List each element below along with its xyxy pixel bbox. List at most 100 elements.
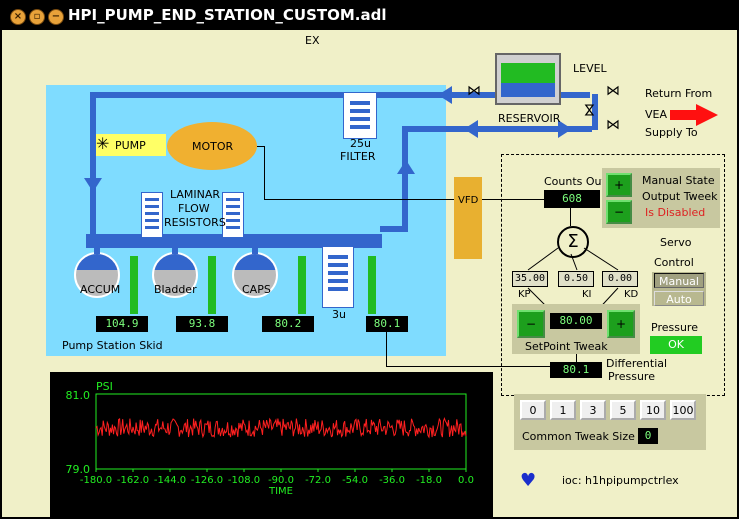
tweak-size-label: Common Tweak Size bbox=[522, 430, 635, 443]
output-minus-button[interactable]: − bbox=[606, 200, 632, 224]
accum-label: ACCUM bbox=[80, 283, 121, 296]
skid-label: Pump Station Skid bbox=[62, 339, 163, 352]
x-axis-label: TIME bbox=[268, 486, 293, 497]
level-label: LEVEL bbox=[573, 62, 607, 75]
valve-icon: ⋈ bbox=[606, 83, 620, 99]
tweak-option-10[interactable]: 10 bbox=[640, 400, 666, 420]
pressure-status: OK bbox=[650, 336, 702, 354]
readback-3u: 80.1 bbox=[366, 316, 408, 332]
tweak-option-0[interactable]: 0 bbox=[520, 400, 546, 420]
bypass-pipe bbox=[592, 94, 598, 130]
psi-trace bbox=[95, 417, 467, 439]
readback-accum: 104.9 bbox=[96, 316, 148, 332]
x-tick-label: -36.0 bbox=[379, 475, 405, 486]
setpoint-plus-button[interactable]: + bbox=[607, 310, 635, 338]
ki-input[interactable]: 0.50 bbox=[558, 271, 594, 287]
x-tick-label: -126.0 bbox=[191, 475, 223, 486]
return-pipe bbox=[90, 92, 590, 98]
up-arrow-icon bbox=[397, 160, 415, 174]
psi-label: PSI bbox=[96, 380, 113, 393]
x-tick-label: -72.0 bbox=[305, 475, 331, 486]
filter-label: FILTER bbox=[340, 150, 376, 163]
vfd-box bbox=[454, 177, 482, 259]
bladder-label: Bladder bbox=[154, 283, 197, 296]
setpoint-value: 80.00 bbox=[550, 313, 602, 329]
psi-chart: PSI81.079.0-180.0-162.0-144.0-126.0-108.… bbox=[66, 380, 474, 497]
close-icon[interactable]: × bbox=[10, 9, 26, 25]
supply-to-label: Supply To bbox=[645, 126, 698, 139]
sum-icon: Σ bbox=[557, 226, 589, 258]
tweak-option-1[interactable]: 1 bbox=[550, 400, 576, 420]
filter-3u bbox=[322, 246, 354, 308]
laminar-resistor-1 bbox=[141, 192, 163, 238]
y-tick-label: 81.0 bbox=[66, 389, 91, 402]
control-label: Control bbox=[654, 256, 694, 269]
tweak-option-5[interactable]: 5 bbox=[610, 400, 636, 420]
window-title: HPI_PUMP_END_STATION_CUSTOM.adl bbox=[68, 6, 387, 24]
filter-3u-label: 3u bbox=[332, 308, 346, 321]
tweak-size-value: 0 bbox=[638, 428, 658, 444]
pressure-label: Pressure bbox=[651, 321, 698, 334]
is-disabled-label: Is Disabled bbox=[645, 206, 706, 219]
kp-input[interactable]: 35.00 bbox=[512, 271, 548, 287]
manual-button[interactable]: Manual bbox=[654, 273, 704, 288]
accumulator-caps bbox=[232, 252, 278, 298]
reservoir-tank bbox=[495, 53, 561, 105]
tweak-option-100[interactable]: 100 bbox=[670, 400, 696, 420]
valve-icon: ⋈ bbox=[581, 103, 597, 117]
title-bar: × ▫ − HPI_PUMP_END_STATION_CUSTOM.adl bbox=[0, 0, 739, 30]
readback-bladder: 93.8 bbox=[176, 316, 228, 332]
gauge-bar bbox=[368, 256, 376, 314]
ex-label: EX bbox=[305, 34, 320, 47]
reservoir-label: RESERVOIR bbox=[498, 112, 561, 125]
vea-arrow-icon bbox=[670, 110, 696, 120]
auto-button[interactable]: Auto bbox=[654, 291, 704, 306]
output-plus-button[interactable]: + bbox=[606, 173, 632, 197]
caps-label: CAPS bbox=[242, 283, 271, 296]
gauge-bar bbox=[208, 256, 216, 314]
manual-state-label: Manual State bbox=[642, 174, 715, 187]
tweak-option-3[interactable]: 3 bbox=[580, 400, 606, 420]
motor-label: MOTOR bbox=[192, 140, 234, 153]
minimize-icon[interactable]: − bbox=[48, 9, 64, 25]
servo-label: Servo bbox=[660, 236, 692, 249]
pressure-sub-label: Pressure bbox=[608, 370, 655, 383]
filter-25u-label: 25u bbox=[350, 137, 371, 150]
x-tick-label: -54.0 bbox=[342, 475, 368, 486]
pump-label: PUMP bbox=[115, 139, 146, 152]
setpoint-minus-button[interactable]: − bbox=[517, 310, 545, 338]
return-from-label: Return From bbox=[645, 87, 713, 100]
setpoint-label: SetPoint Tweak bbox=[525, 340, 608, 353]
output-tweek-label: Output Tweek bbox=[642, 190, 718, 203]
gauge-bar bbox=[298, 256, 306, 314]
pump-star-icon: ✳ bbox=[96, 134, 110, 153]
x-tick-label: -18.0 bbox=[416, 475, 442, 486]
filter-25u bbox=[343, 92, 377, 139]
pump-box bbox=[96, 134, 166, 156]
left-pipe bbox=[90, 92, 96, 242]
vea-label: VEA bbox=[645, 108, 667, 121]
heart-icon: ♥ bbox=[520, 470, 537, 491]
readback-caps: 80.2 bbox=[262, 316, 314, 332]
differential-label: Differential bbox=[606, 357, 668, 370]
kd-label: KD bbox=[624, 289, 639, 300]
x-tick-label: -162.0 bbox=[117, 475, 149, 486]
vea-arrowhead-icon bbox=[696, 104, 718, 126]
left-arrow-icon bbox=[464, 120, 478, 138]
accumulator-bladder bbox=[152, 252, 198, 298]
counts-out-value: 608 bbox=[544, 190, 600, 208]
flow-label: FLOW bbox=[178, 202, 210, 215]
motor-shape bbox=[167, 122, 257, 170]
left-arrow-icon bbox=[438, 86, 452, 104]
restore-icon[interactable]: ▫ bbox=[29, 9, 45, 25]
tweak-option-group: 0 1 3 5 10 100 bbox=[520, 400, 700, 420]
accumulator-accum bbox=[74, 252, 120, 298]
x-tick-label: -90.0 bbox=[268, 475, 294, 486]
ki-label: KI bbox=[582, 289, 592, 300]
supply-pipe bbox=[402, 126, 592, 132]
counts-out-label: Counts Out bbox=[544, 175, 606, 188]
kd-input[interactable]: 0.00 bbox=[602, 271, 638, 287]
right-arrow-icon bbox=[558, 120, 572, 138]
gauge-bar bbox=[130, 256, 138, 314]
differential-value: 80.1 bbox=[550, 362, 602, 378]
